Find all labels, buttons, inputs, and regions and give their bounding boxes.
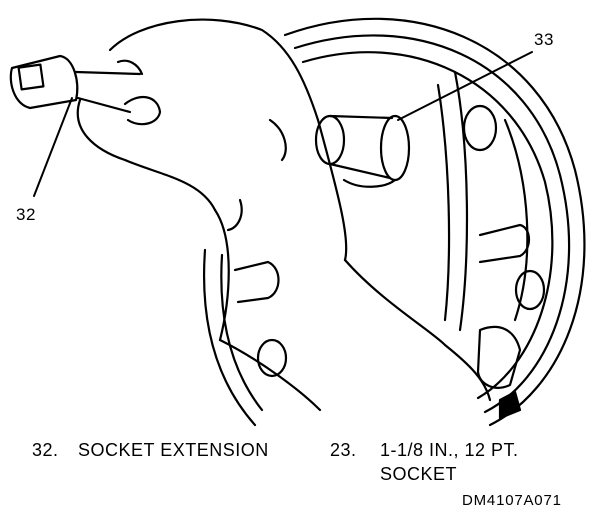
leader-line-32 xyxy=(33,97,73,197)
socket xyxy=(314,114,411,188)
legend-item-2-line-2: SOCKET xyxy=(380,464,458,484)
legend-item-2-number: 23. xyxy=(330,440,357,460)
legend-item-1-number: 32. xyxy=(32,440,59,460)
hand xyxy=(76,18,492,412)
brake-drum xyxy=(202,17,586,427)
callout-33: 33 xyxy=(534,30,554,49)
figure-id: DM4107A071 xyxy=(462,492,562,509)
legend-item-2-line-1: 1-1/8 IN., 12 PT. xyxy=(380,440,519,460)
callout-32: 32 xyxy=(16,205,36,224)
leader-line-33 xyxy=(397,51,533,121)
socket-extension xyxy=(9,54,142,114)
leader-lines xyxy=(33,51,533,197)
lug-holes xyxy=(233,104,546,420)
legend-item-1-text: SOCKET EXTENSION xyxy=(78,440,269,460)
